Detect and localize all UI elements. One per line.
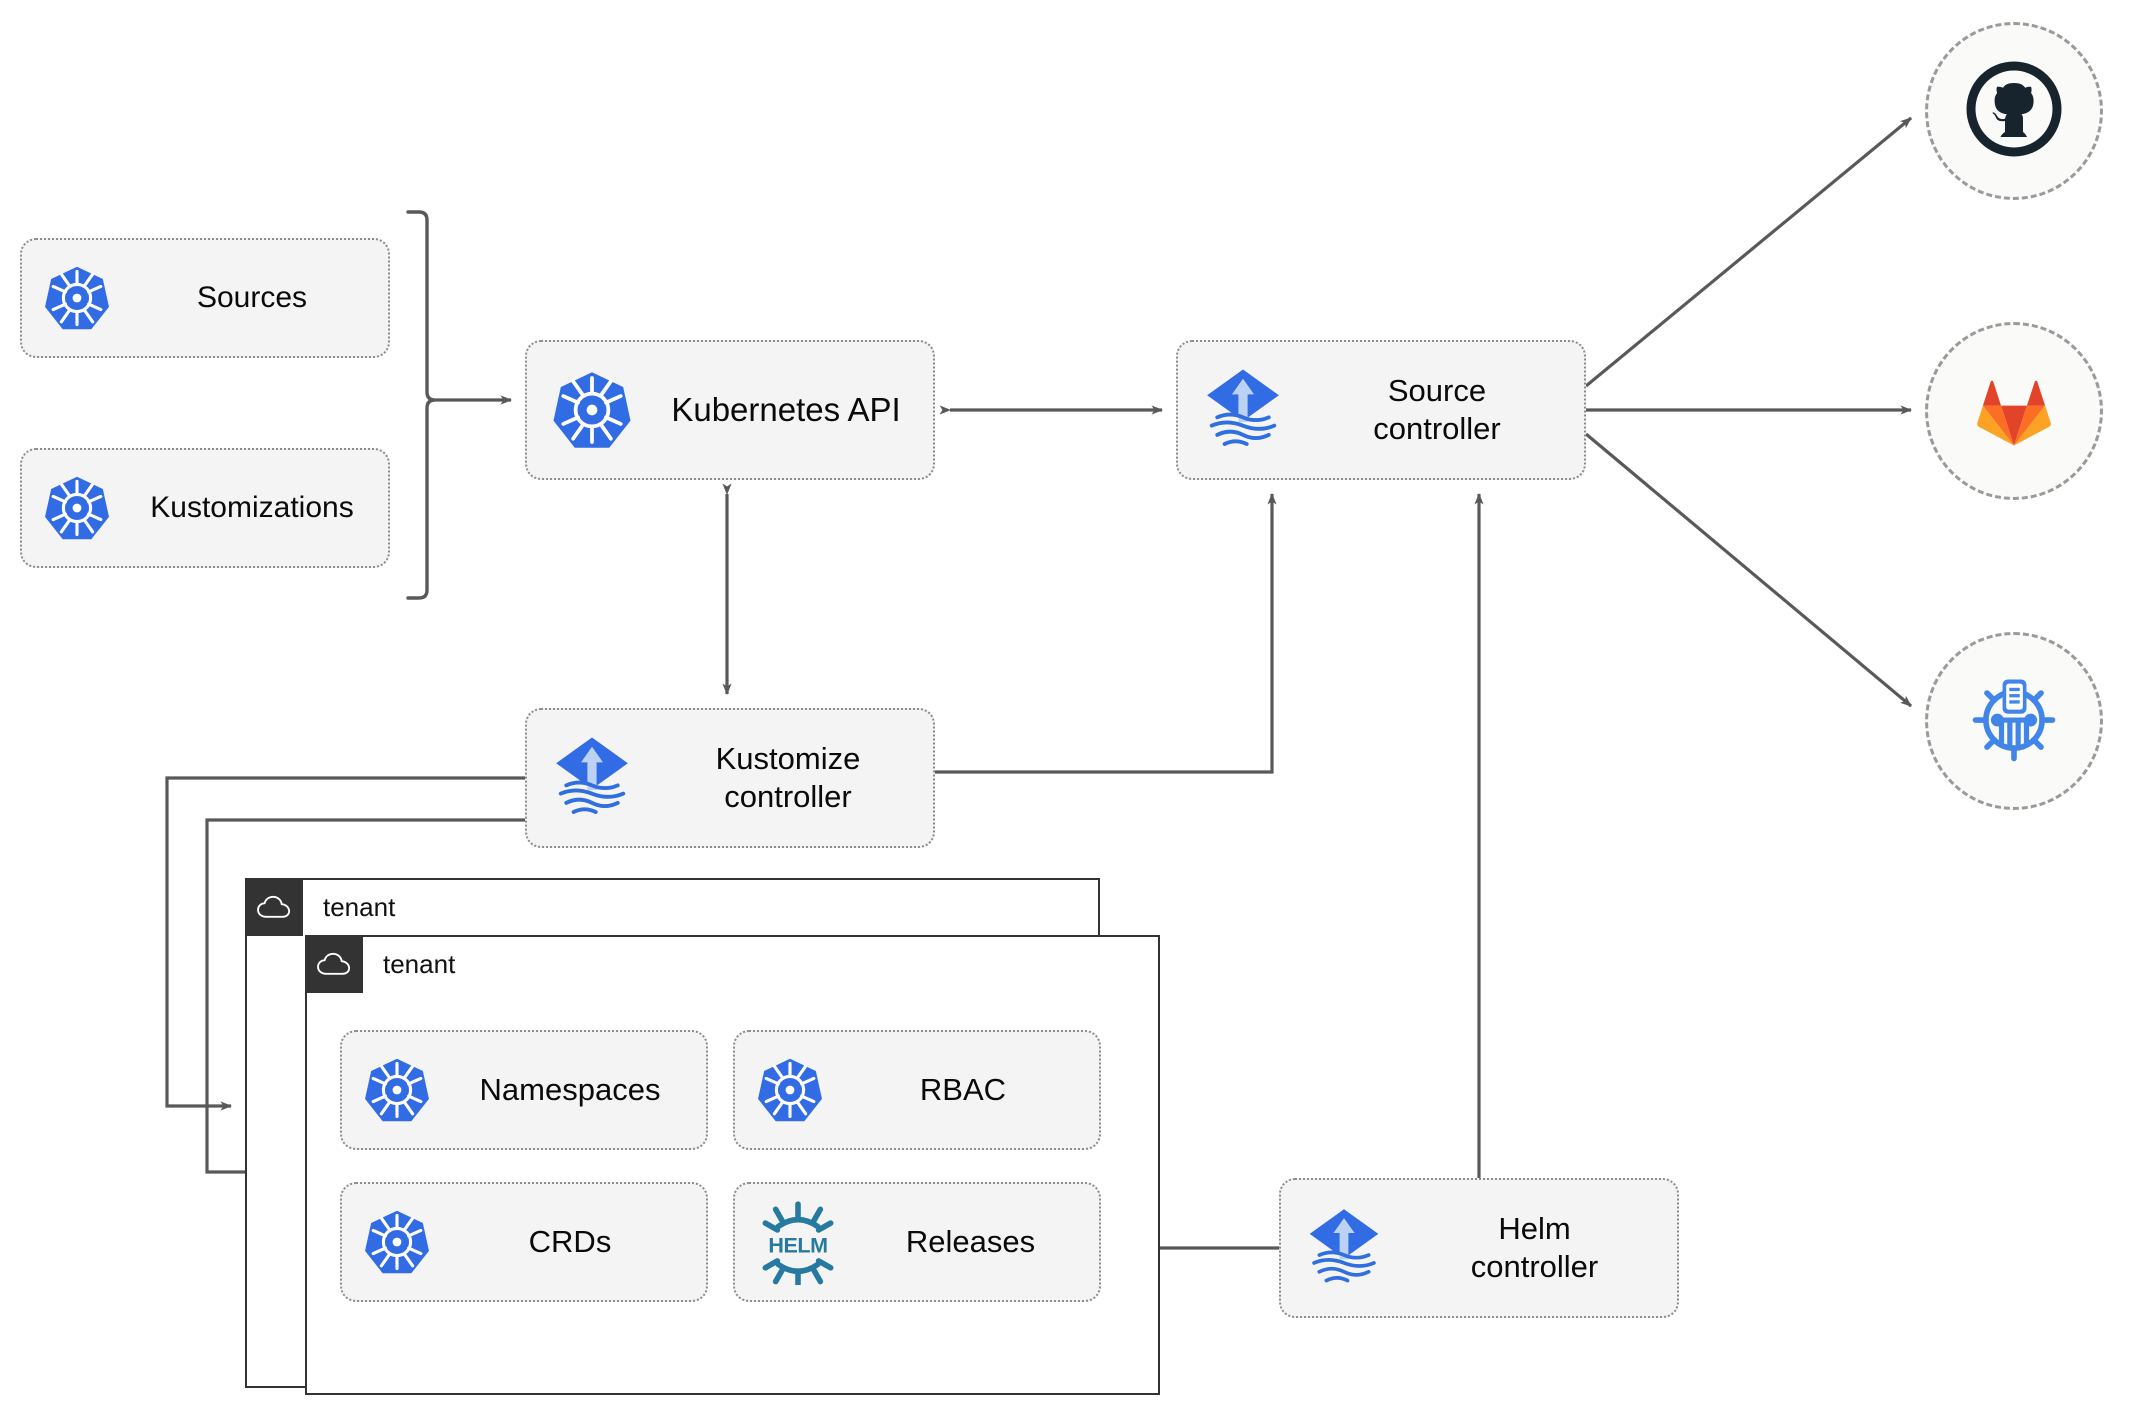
flux-icon <box>1281 1204 1406 1292</box>
kubernetes-icon <box>342 1208 452 1276</box>
wire-source-controller-to-github <box>1584 116 1913 388</box>
node-kustomizations[interactable]: Kustomizations <box>20 448 390 568</box>
tile-crds[interactable]: CRDs <box>340 1182 708 1302</box>
namespaces-label: Namespaces <box>479 1072 661 1107</box>
rbac-label: RBAC <box>919 1072 1007 1107</box>
crds-label: CRDs <box>528 1224 612 1259</box>
harbor-icon <box>1962 667 2066 776</box>
source-controller-label: Source controller <box>1373 373 1501 446</box>
cloud-icon <box>245 878 303 936</box>
external-source-github[interactable] <box>1925 22 2103 200</box>
wire-source-controller-to-harbor <box>1584 432 1913 708</box>
node-kubernetes-api[interactable]: Kubernetes API <box>525 340 935 480</box>
wire-kustomize-controller-to-source-controller <box>935 493 1277 774</box>
kubernetes-icon <box>342 1056 452 1124</box>
tile-rbac[interactable]: RBAC <box>733 1030 1101 1150</box>
brace-sources-group <box>406 210 436 600</box>
svg-text:HELM: HELM <box>768 1233 827 1257</box>
tile-namespaces[interactable]: Namespaces <box>340 1030 708 1150</box>
node-sources[interactable]: Sources <box>20 238 390 358</box>
node-source-controller[interactable]: Source controller <box>1176 340 1586 480</box>
tile-releases[interactable]: HELM Releases <box>733 1182 1101 1302</box>
kustomize-controller-label: Kustomize controller <box>715 741 861 814</box>
releases-label: Releases <box>905 1224 1036 1259</box>
kubernetes-icon <box>22 474 132 542</box>
flux-icon <box>527 732 657 824</box>
tenant-container-front[interactable]: tenant <box>305 935 1160 1395</box>
github-icon <box>1964 59 2064 164</box>
kubernetes-api-label: Kubernetes API <box>671 390 901 428</box>
tenant-header: tenant <box>305 935 455 993</box>
tenant-label: tenant <box>383 948 456 979</box>
cloud-icon <box>305 935 363 993</box>
gitlab-icon <box>1966 361 2062 462</box>
kustomizations-label: Kustomizations <box>150 490 354 524</box>
kubernetes-icon <box>22 264 132 332</box>
flux-icon <box>1178 364 1308 456</box>
external-source-harbor[interactable] <box>1925 632 2103 810</box>
node-kustomize-controller[interactable]: Kustomize controller <box>525 708 935 848</box>
helm-icon: HELM <box>735 1199 860 1285</box>
kubernetes-icon <box>735 1056 845 1124</box>
external-source-gitlab[interactable] <box>1925 322 2103 500</box>
sources-label: Sources <box>196 280 308 314</box>
helm-controller-label: Helm controller <box>1470 1211 1599 1284</box>
kubernetes-icon <box>527 369 657 451</box>
tenant-header: tenant <box>245 878 395 936</box>
node-helm-controller[interactable]: Helm controller <box>1279 1178 1679 1318</box>
tenant-label: tenant <box>323 891 396 922</box>
